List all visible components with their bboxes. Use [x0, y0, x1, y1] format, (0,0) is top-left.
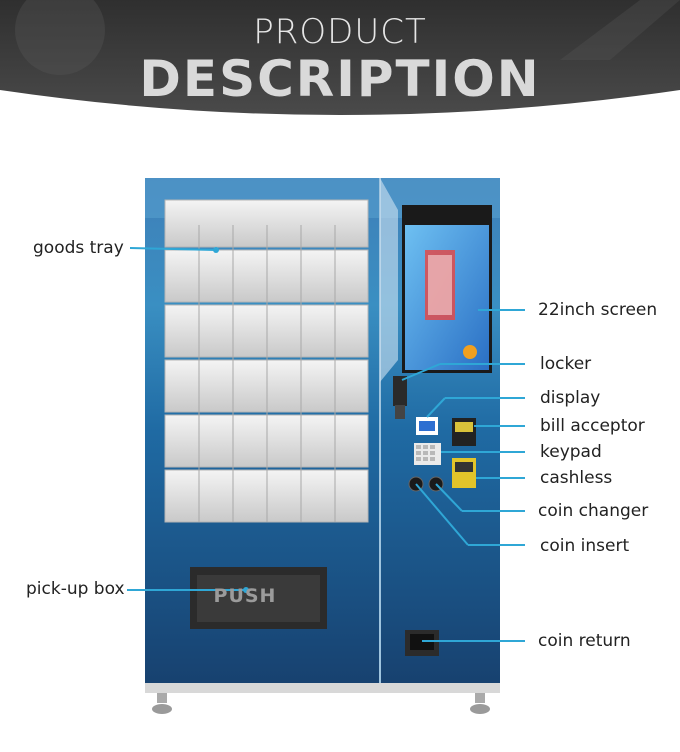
cabinet-base	[145, 683, 500, 693]
title-line1: PRODUCT	[253, 12, 427, 52]
label-goods-tray: goods tray	[33, 238, 124, 258]
label-pickup-box: pick-up box	[26, 579, 125, 599]
label-display: display	[540, 388, 601, 408]
label-screen: 22inch screen	[538, 300, 658, 320]
goods-trays	[164, 199, 369, 523]
label-cashless: cashless	[540, 468, 613, 488]
right-foot	[470, 704, 490, 714]
label-locker: locker	[540, 354, 592, 374]
label-coin-return: coin return	[538, 631, 631, 651]
label-keypad: keypad	[540, 442, 602, 462]
push-label: PUSH	[213, 585, 277, 607]
callout-lines	[127, 247, 525, 642]
label-coin-changer: coin changer	[538, 501, 649, 521]
label-coin-insert: coin insert	[540, 536, 630, 556]
locker	[393, 376, 407, 406]
label-bill-acceptor: bill acceptor	[540, 416, 645, 436]
header-banner	[0, 0, 680, 115]
title-line2: DESCRIPTION	[139, 50, 541, 108]
left-foot	[152, 704, 172, 714]
